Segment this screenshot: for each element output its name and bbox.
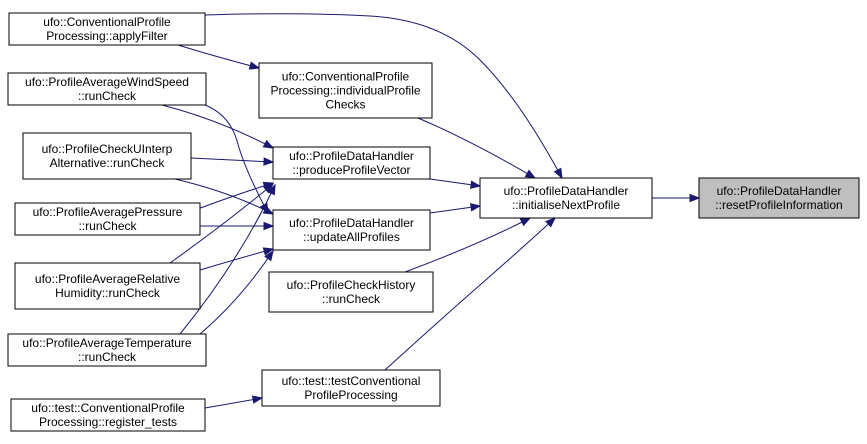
node-label-line: ::runCheck bbox=[322, 292, 381, 306]
arrowhead-initialiseNext bbox=[470, 180, 482, 189]
node-label-line: Processing::individualProfile bbox=[270, 84, 420, 98]
node-individualChecks[interactable]: ufo::ConventionalProfileProcessing::indi… bbox=[258, 62, 433, 119]
node-label-line: ufo::ConventionalProfile bbox=[43, 15, 171, 29]
node-label-line: ::resetProfileInformation bbox=[715, 198, 842, 212]
node-label-line: ::initialiseNextProfile bbox=[512, 198, 620, 212]
node-avgHumidity[interactable]: ufo::ProfileAverageRelativeHumidity::run… bbox=[14, 262, 201, 310]
node-testConvProc[interactable]: ufo::test::testConventionalProfileProces… bbox=[261, 369, 441, 407]
arrowhead-produceVector bbox=[263, 157, 275, 166]
node-box bbox=[8, 12, 206, 46]
node-avgWindSpeed[interactable]: ufo::ProfileAverageWindSpeed::runCheck bbox=[7, 72, 207, 106]
node-box bbox=[10, 398, 206, 432]
node-label-line: ufo::ProfileAverageWindSpeed bbox=[25, 75, 189, 89]
node-label-line: ::runCheck bbox=[78, 89, 137, 103]
arrowhead-individualChecks bbox=[248, 61, 261, 70]
node-label-line: Processing::register_tests bbox=[39, 415, 177, 429]
node-label-line: ufo::ProfileDataHandler bbox=[289, 216, 414, 230]
node-label-line: ufo::ProfileAverageRelative bbox=[35, 272, 181, 286]
arrowhead-updateAll bbox=[263, 221, 275, 231]
node-label-line: ::produceProfileVector bbox=[292, 163, 410, 177]
edge-to-initialiseNext bbox=[384, 217, 556, 371]
node-label-line: ::runCheck bbox=[78, 350, 137, 364]
node-checkHistory[interactable]: ufo::ProfileCheckHistory::runCheck bbox=[268, 271, 434, 313]
node-box bbox=[479, 177, 653, 219]
node-box bbox=[268, 271, 434, 313]
arrowhead-updateAll bbox=[264, 249, 274, 262]
node-label-line: ProfileProcessing bbox=[304, 388, 397, 402]
edge-to-initialiseNext bbox=[417, 117, 536, 179]
node-label-line: ::updateAllProfiles bbox=[303, 230, 400, 244]
arrowhead-updateAll bbox=[262, 247, 275, 256]
node-label-line: ufo::ProfileDataHandler bbox=[717, 184, 842, 198]
node-box bbox=[272, 209, 431, 251]
node-uInterp[interactable]: ufo::ProfileCheckUInterpAlternative::run… bbox=[22, 132, 192, 180]
edge-to-initialiseNext bbox=[404, 217, 531, 273]
node-label-line: Processing::applyFilter bbox=[46, 29, 167, 43]
node-box bbox=[22, 132, 192, 180]
node-initialiseNext[interactable]: ufo::ProfileDataHandler::initialiseNextP… bbox=[479, 177, 653, 219]
node-box bbox=[7, 72, 207, 106]
node-avgPressure[interactable]: ufo::ProfileAveragePressure::runCheck bbox=[14, 202, 201, 236]
edge-to-updateAll bbox=[199, 250, 274, 335]
nodes: ufo::ConventionalProfileProcessing::appl… bbox=[7, 12, 860, 432]
arrowhead-produceVector bbox=[262, 183, 275, 194]
node-box bbox=[7, 333, 207, 367]
node-applyFilter[interactable]: ufo::ConventionalProfileProcessing::appl… bbox=[8, 12, 206, 46]
edge-to-updateAll bbox=[174, 178, 274, 215]
arrowhead-initialiseNext bbox=[524, 169, 537, 179]
node-avgTemperature[interactable]: ufo::ProfileAverageTemperature::runCheck bbox=[7, 333, 207, 367]
node-label-line: ufo::ProfileCheckHistory bbox=[287, 278, 416, 292]
arrowhead-produceVector bbox=[262, 139, 275, 149]
edge-to-initialiseNext bbox=[204, 13, 563, 179]
node-label-line: ufo::ProfileCheckUInterp bbox=[42, 142, 173, 156]
node-box bbox=[14, 202, 201, 236]
arrowhead-testConvProc bbox=[251, 395, 264, 404]
node-label-line: ufo::ConventionalProfile bbox=[282, 70, 410, 84]
node-registerTests[interactable]: ufo::test::ConventionalProfileProcessing… bbox=[10, 398, 206, 432]
node-label-line: ufo::ProfileDataHandler bbox=[289, 149, 414, 163]
node-resetInfo[interactable]: ufo::ProfileDataHandler::resetProfileInf… bbox=[698, 177, 860, 219]
node-label-line: ufo::ProfileAverageTemperature bbox=[22, 336, 192, 350]
edge-to-produceVector bbox=[161, 104, 274, 149]
arrowhead-produceVector bbox=[267, 183, 276, 196]
node-label-line: ::runCheck bbox=[78, 219, 137, 233]
edge-to-produceVector bbox=[190, 157, 274, 163]
arrowhead-initialiseNext bbox=[545, 217, 557, 228]
arrowhead-initialiseNext bbox=[553, 167, 563, 180]
edge-to-updateAll bbox=[204, 104, 269, 214]
node-updateAll[interactable]: ufo::ProfileDataHandler::updateAllProfil… bbox=[272, 209, 431, 251]
node-label-line: ufo::test::ConventionalProfile bbox=[31, 401, 185, 415]
node-label-line: Checks bbox=[325, 98, 365, 112]
node-label-line: Alternative::runCheck bbox=[50, 156, 166, 170]
edge-to-produceVector bbox=[169, 183, 274, 264]
node-label-line: ufo::test::testConventional bbox=[282, 374, 421, 388]
node-box bbox=[261, 369, 441, 407]
node-box bbox=[258, 62, 433, 119]
arrowhead-initialiseNext bbox=[519, 217, 532, 227]
node-box bbox=[14, 262, 201, 310]
edge-to-individualChecks bbox=[177, 44, 260, 69]
arrowhead-resetInfo bbox=[689, 193, 701, 203]
node-label-line: ufo::ProfileDataHandler bbox=[504, 184, 629, 198]
edges bbox=[161, 13, 701, 409]
arrowhead-initialiseNext bbox=[470, 203, 482, 212]
node-produceVector[interactable]: ufo::ProfileDataHandler::produceProfileV… bbox=[272, 146, 431, 180]
node-box bbox=[272, 146, 431, 180]
edge-to-testConvProc bbox=[204, 397, 263, 409]
arrowhead-updateAll bbox=[262, 205, 275, 215]
node-label-line: Humidity::runCheck bbox=[55, 286, 161, 300]
node-box bbox=[698, 177, 860, 219]
node-label-line: ufo::ProfileAveragePressure bbox=[33, 205, 183, 219]
